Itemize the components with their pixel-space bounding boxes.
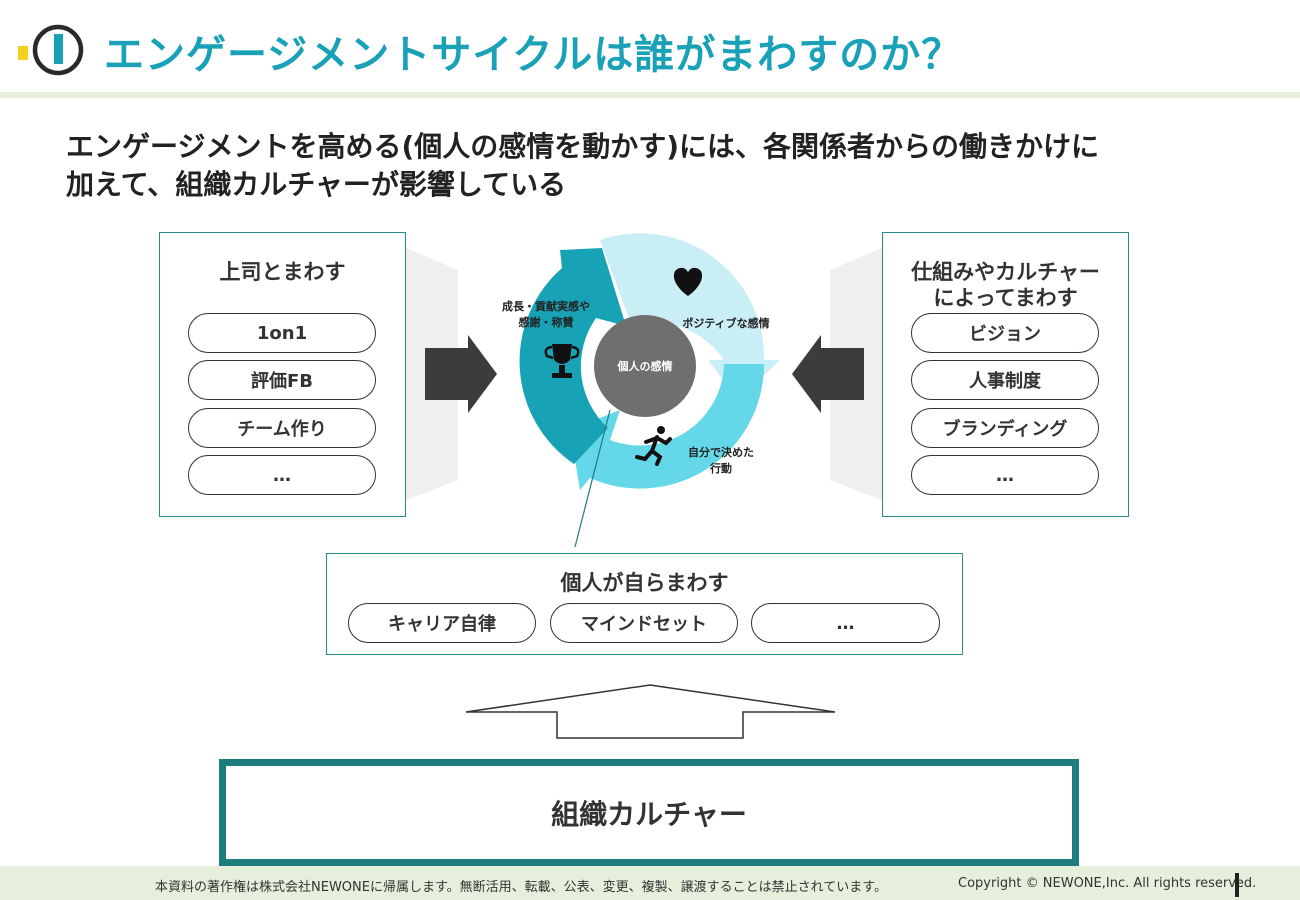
- org-culture-label: 組織カルチャー: [551, 797, 747, 831]
- runner-icon: [635, 426, 672, 466]
- boss-item-team: チーム作り: [188, 408, 376, 448]
- cycle-connector-line: [574, 409, 611, 548]
- system-panel-title-line2: によってまわす: [933, 286, 1078, 311]
- up-arrow-icon: [465, 684, 836, 739]
- boss-item-more: …: [188, 455, 376, 495]
- cycle-label-growth-2: 感謝・称賛: [519, 315, 575, 329]
- cycle-label-action-2: 行動: [709, 461, 732, 475]
- boss-panel: 上司とまわす 1on1 評価FB チーム作り …: [159, 232, 406, 517]
- page-title: エンゲージメントサイクルは誰がまわすのか？: [104, 32, 963, 78]
- self-item-career: キャリア自律: [348, 603, 536, 643]
- lead-message: エンゲージメントを高める(個人の感情を動かす)には、各関係者からの働きかけに 加…: [66, 128, 1246, 204]
- cycle-label-action-1: 自分で決めた: [688, 445, 754, 459]
- system-panel: 仕組みやカルチャー によってまわす ビジョン 人事制度 ブランディング …: [882, 232, 1129, 517]
- cycle-label-growth-1: 成長・貢献実感や: [502, 299, 590, 313]
- self-item-mindset: マインドセット: [550, 603, 738, 643]
- system-item-hr: 人事制度: [911, 360, 1099, 400]
- self-panel-title: 個人が自らまわす: [560, 571, 729, 595]
- org-culture-box: 組織カルチャー: [219, 759, 1079, 866]
- footer-accent-bar: [1235, 873, 1239, 897]
- newone-logo: [18, 24, 84, 76]
- system-item-vision: ビジョン: [911, 313, 1099, 353]
- cycle-segment-self-action: [570, 364, 765, 490]
- right-arrow-icon: [792, 335, 864, 413]
- copyright-en: Copyright © NEWONE,Inc. All rights reser…: [958, 876, 1257, 891]
- heart-icon: [673, 267, 703, 296]
- system-item-more: …: [911, 455, 1099, 495]
- cycle-label-positive: ポジティブな感情: [682, 316, 769, 330]
- boss-panel-title: 上司とまわす: [219, 260, 346, 284]
- system-panel-title-line1: 仕組みやカルチャー: [911, 260, 1100, 284]
- cycle-center: [594, 315, 696, 417]
- cycle-segment-growth: [519, 248, 626, 464]
- left-arrow-icon: [425, 335, 497, 413]
- self-item-more: …: [751, 603, 940, 643]
- cycle-center-label: 個人の感情: [617, 359, 673, 373]
- system-item-branding: ブランディング: [911, 408, 1099, 448]
- footer-band: [0, 866, 1300, 900]
- system-panel-title: 仕組みやカルチャー によってまわす: [883, 259, 1128, 312]
- copyright-jp: 本資料の著作権は株式会社NEWONEに帰属します。無断活用、転載、公表、変更、複…: [155, 880, 887, 895]
- trophy-icon: [544, 344, 580, 378]
- boss-item-evaluation: 評価FB: [188, 360, 376, 400]
- lead-line-2: 加えて、組織カルチャーが影響している: [66, 167, 567, 201]
- header-divider: [0, 92, 1300, 98]
- lead-line-1: エンゲージメントを高める(個人の感情を動かす)には、各関係者からの働きかけに: [66, 130, 1100, 163]
- boss-item-1on1: 1on1: [188, 313, 376, 353]
- self-panel: 個人が自らまわす キャリア自律 マインドセット …: [326, 553, 963, 655]
- cycle-segment-positive-emotion: [600, 233, 780, 400]
